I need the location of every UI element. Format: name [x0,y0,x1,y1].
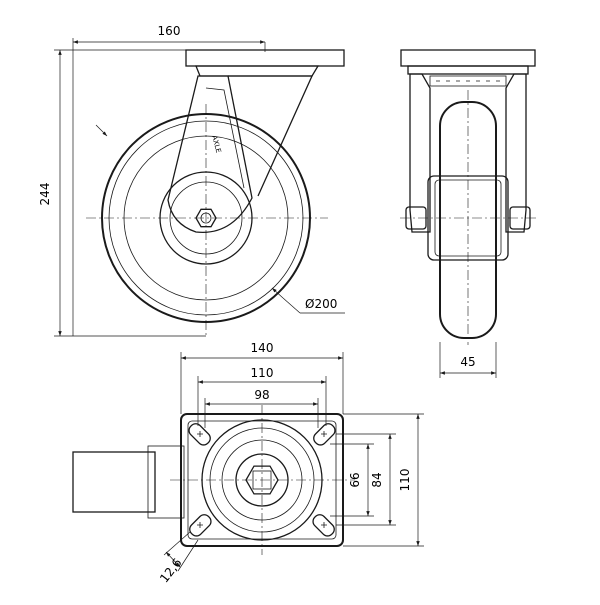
dimension-label-84: 84 [370,472,384,487]
mounting-slot-top-left [188,423,211,446]
front-swivel-bearing [407,65,529,75]
front-top-plate [400,49,536,67]
mounting-slot-top-right [313,423,336,446]
dimension-label-244: 244 [38,183,52,206]
dimension-label-110: 110 [251,366,274,380]
dimension-label-66: 66 [348,472,362,487]
swivel-bearing [195,65,320,77]
mounting-slot-bottom-left [189,514,212,537]
slot-width-extension-b [177,539,199,572]
fork-left-leg [409,73,431,233]
plate-view: 140 110 98 66 84 110 12,6 [72,341,424,586]
dimension-label-140: 140 [251,341,274,355]
dimension-label-110-vertical: 110 [398,469,412,492]
ball-bearing-race [429,75,507,87]
dimension-label-160: 160 [158,24,181,38]
wheel-top-outline [72,451,156,513]
fork-top-outline [147,445,185,519]
dimension-label-slot-width: 12,6 [157,556,184,586]
side-view: AXLE 160 244 Ø200 [38,24,345,337]
dimension-label-98: 98 [254,388,269,402]
diameter-arrow-lower [271,287,284,299]
dimension-label-diameter: Ø200 [305,297,337,311]
fork-right-leg [505,73,527,233]
top-plate [185,49,345,67]
front-view: 45 [400,49,536,378]
mounting-slot-bottom-right [312,514,335,537]
dimension-line-slot-width [165,551,181,568]
kingpin-head [252,470,272,490]
fork-inner-edge [205,87,245,189]
diameter-leader [282,297,301,314]
diameter-arrow-upper [95,124,108,137]
slot-centre-marks [197,431,327,528]
slot-width-extension-a [163,531,191,556]
dimension-label-45: 45 [460,355,475,369]
swivel-fork [167,75,253,234]
